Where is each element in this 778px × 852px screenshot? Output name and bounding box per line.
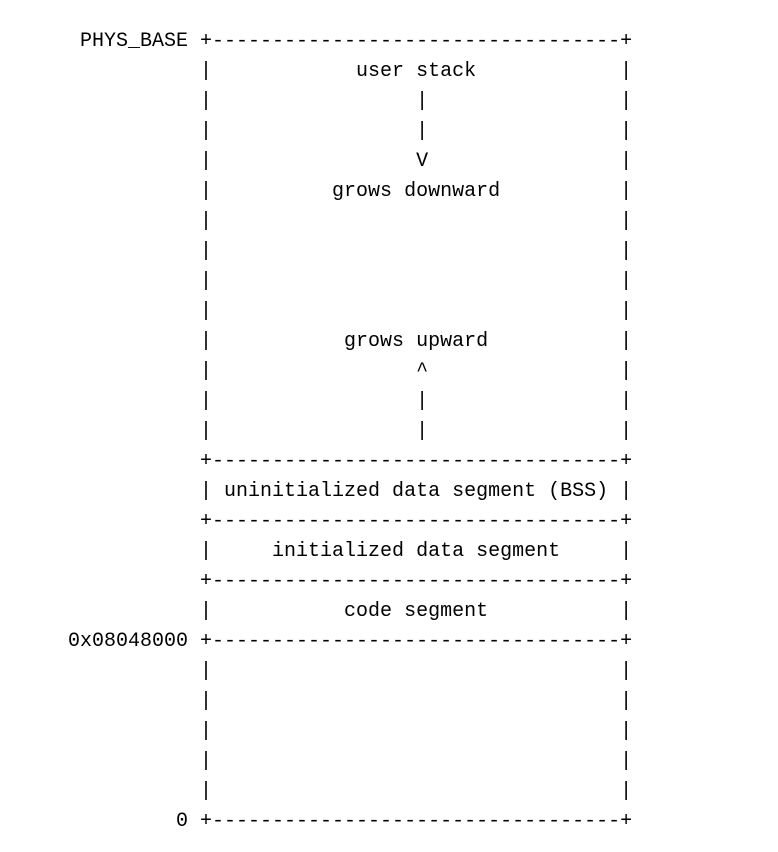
grows-upward-label: | grows upward |	[20, 330, 633, 353]
empty-row: | |	[20, 660, 633, 683]
stack-arrow-shaft: | | |	[20, 120, 633, 143]
empty-row: | |	[20, 270, 633, 293]
heap-arrow-shaft: | | |	[20, 420, 633, 443]
initialized-data-label: | initialized data segment |	[20, 540, 633, 563]
empty-row: | |	[20, 240, 633, 263]
segment-boundary: +----------------------------------+	[20, 570, 633, 593]
segment-boundary: +----------------------------------+	[20, 510, 633, 533]
segment-boundary: +----------------------------------+	[20, 450, 633, 473]
bss-segment-label: | uninitialized data segment (BSS) |	[20, 480, 633, 503]
stack-arrow-head: | V |	[20, 150, 633, 173]
empty-row: | |	[20, 720, 633, 743]
zero-address-boundary: 0 +----------------------------------+	[20, 810, 633, 833]
user-stack-label: | user stack |	[20, 60, 633, 83]
empty-row: | |	[20, 690, 633, 713]
empty-row: | |	[20, 750, 633, 773]
heap-arrow-head: | ^ |	[20, 360, 633, 383]
empty-row: | |	[20, 780, 633, 803]
phys-base-boundary: PHYS_BASE +-----------------------------…	[20, 30, 633, 53]
grows-downward-label: | grows downward |	[20, 180, 633, 203]
code-segment-label: | code segment |	[20, 600, 633, 623]
stack-arrow-shaft: | | |	[20, 90, 633, 113]
empty-row: | |	[20, 210, 633, 233]
heap-arrow-shaft: | | |	[20, 390, 633, 413]
code-base-address-boundary: 0x08048000 +----------------------------…	[20, 630, 633, 653]
empty-row: | |	[20, 300, 633, 323]
